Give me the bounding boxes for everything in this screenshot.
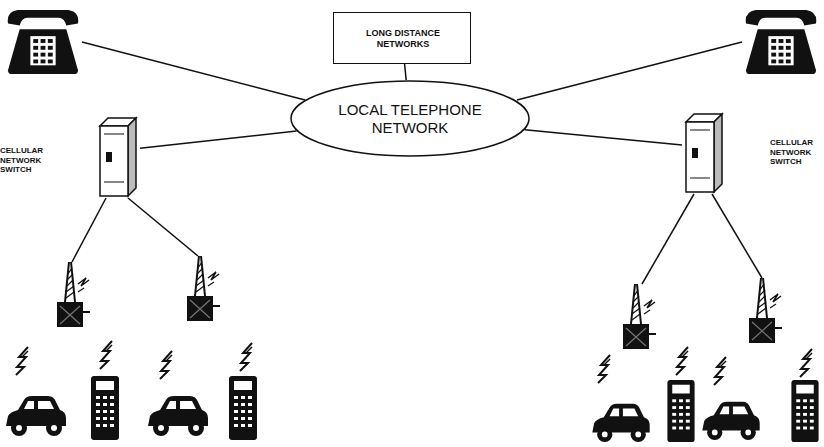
- network-ellipse: LOCAL TELEPHONE NETWORK: [290, 80, 530, 157]
- car-icon: [6, 396, 66, 436]
- tower-link: [642, 194, 694, 284]
- radio-bolt: [160, 351, 172, 379]
- ellipse-shape: [291, 81, 529, 156]
- telephone-icon: [8, 10, 79, 74]
- network-box: LONG DISTANCE NETWORKS: [333, 12, 471, 64]
- radio-bolt: [598, 355, 610, 383]
- node-label: CELLULAR NETWORK SWITCH: [770, 138, 824, 178]
- node-label: CELLULAR NETWORK SWITCH: [0, 146, 54, 186]
- label-text: CELLULAR NETWORK SWITCH: [770, 138, 824, 167]
- switch-node: CELLULAR NETWORK SWITCH: [0, 112, 140, 200]
- network-link: [405, 64, 407, 80]
- car-icon: [702, 402, 759, 440]
- switch-icon: [100, 118, 136, 196]
- car-icon: [148, 396, 208, 436]
- switch-icon: [686, 114, 722, 192]
- radio-bolt: [676, 347, 688, 375]
- tower-link: [128, 198, 198, 256]
- cell-tower: [749, 278, 782, 343]
- phone-line: [517, 42, 742, 100]
- cell-tower: [57, 262, 90, 327]
- cell-tower: [623, 284, 656, 349]
- label-text: LOCAL TELEPHONE NETWORK: [330, 101, 490, 137]
- car-icon: [592, 404, 649, 442]
- tower-link: [72, 198, 106, 262]
- switch-node: CELLULAR NETWORK SWITCH: [682, 108, 824, 196]
- radio-bolt: [714, 357, 726, 385]
- radio-bolt: [800, 349, 812, 377]
- mobile-handset: [229, 376, 257, 440]
- network-link: [525, 130, 682, 145]
- node-label: LONG DISTANCE NETWORKS: [334, 13, 472, 65]
- phone-line: [82, 42, 305, 100]
- cell-tower: [187, 256, 220, 321]
- label-text: LONG DISTANCE NETWORKS: [355, 28, 451, 50]
- mobile-handset: [91, 376, 119, 440]
- mobile-handset: [667, 380, 694, 442]
- network-link: [140, 131, 297, 148]
- radio-bolt: [240, 343, 252, 371]
- radio-bolt: [100, 341, 112, 369]
- radio-bolt: [16, 347, 28, 375]
- telephone-icon: [746, 10, 817, 74]
- label-text: CELLULAR NETWORK SWITCH: [0, 146, 54, 175]
- mobile-handset: [791, 380, 818, 442]
- node-label: LOCAL TELEPHONE NETWORK: [290, 80, 530, 157]
- tower-link: [712, 194, 762, 278]
